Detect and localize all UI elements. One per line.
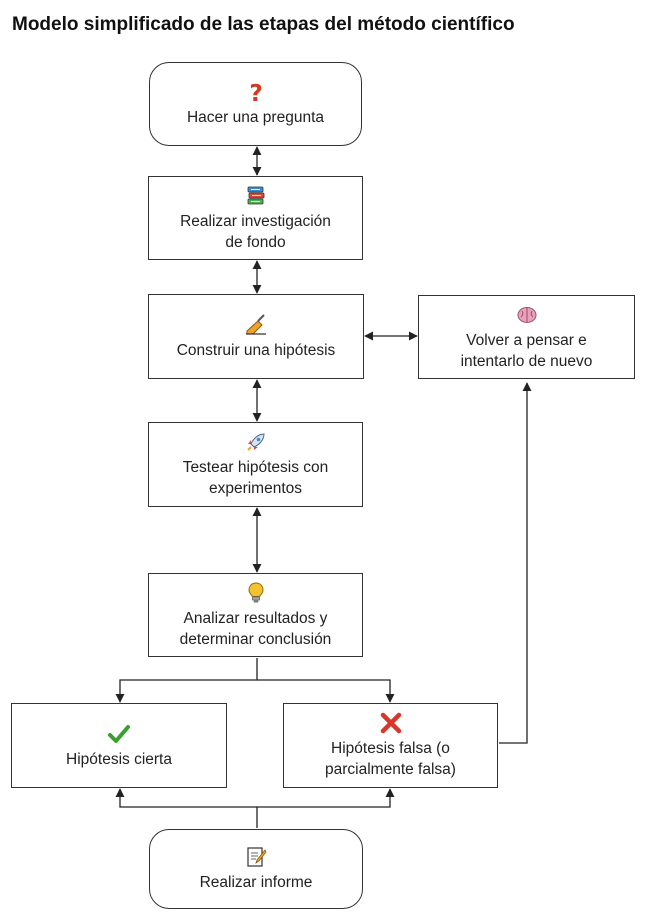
node-research: Realizar investigación de fondo [148,176,363,260]
edge-false-rethink [499,382,532,744]
edge-report-false [257,788,395,808]
node-true-label: Hipótesis cierta [66,750,172,768]
node-test-label: Testear hipótesis con experimentos [182,459,329,497]
node-analyze: Analizar resultados y determinar conclus… [148,573,363,657]
brain-icon [517,306,536,323]
node-hypothesis-label: Construir una hipótesis [176,341,336,359]
node-question: ? Hacer una pregunta [149,62,362,146]
node-rethink-label: Volver a pensar e intentarlo de nuevo [460,331,593,370]
node-true: Hipótesis cierta [11,703,227,788]
rocket-icon [246,433,265,451]
node-report-label: Realizar informe [199,874,313,891]
node-test: Testear hipótesis con experimentos [148,422,363,507]
svg-text:?: ? [249,81,262,104]
edge-analyze-false [257,679,395,703]
edge-report-true [115,788,258,828]
node-analyze-label: Analizar resultados y determinar conclus… [179,609,332,648]
question-mark-icon: ? [249,81,262,104]
node-false: Hipótesis falsa (o parcialmente falsa) [283,703,498,788]
writing-hand-icon [246,313,266,335]
node-rethink: Volver a pensar e intentarlo de nuevo [418,295,635,379]
node-question-label: Hacer una pregunta [186,109,324,126]
node-hypothesis: Construir una hipótesis [148,294,364,379]
diagram-title: Modelo simplificado de las etapas del mé… [12,14,515,35]
books-icon [247,186,264,204]
node-research-label: Realizar investigación de fondo [180,212,331,251]
check-mark-icon [108,724,130,743]
node-report: Realizar informe [149,829,363,909]
memo-icon [247,847,267,867]
edge-analyze-true [115,658,258,703]
node-false-label: Hipótesis falsa (o parcialmente falsa) [325,740,456,778]
light-bulb-icon [247,581,264,602]
cross-mark-icon [380,712,401,734]
